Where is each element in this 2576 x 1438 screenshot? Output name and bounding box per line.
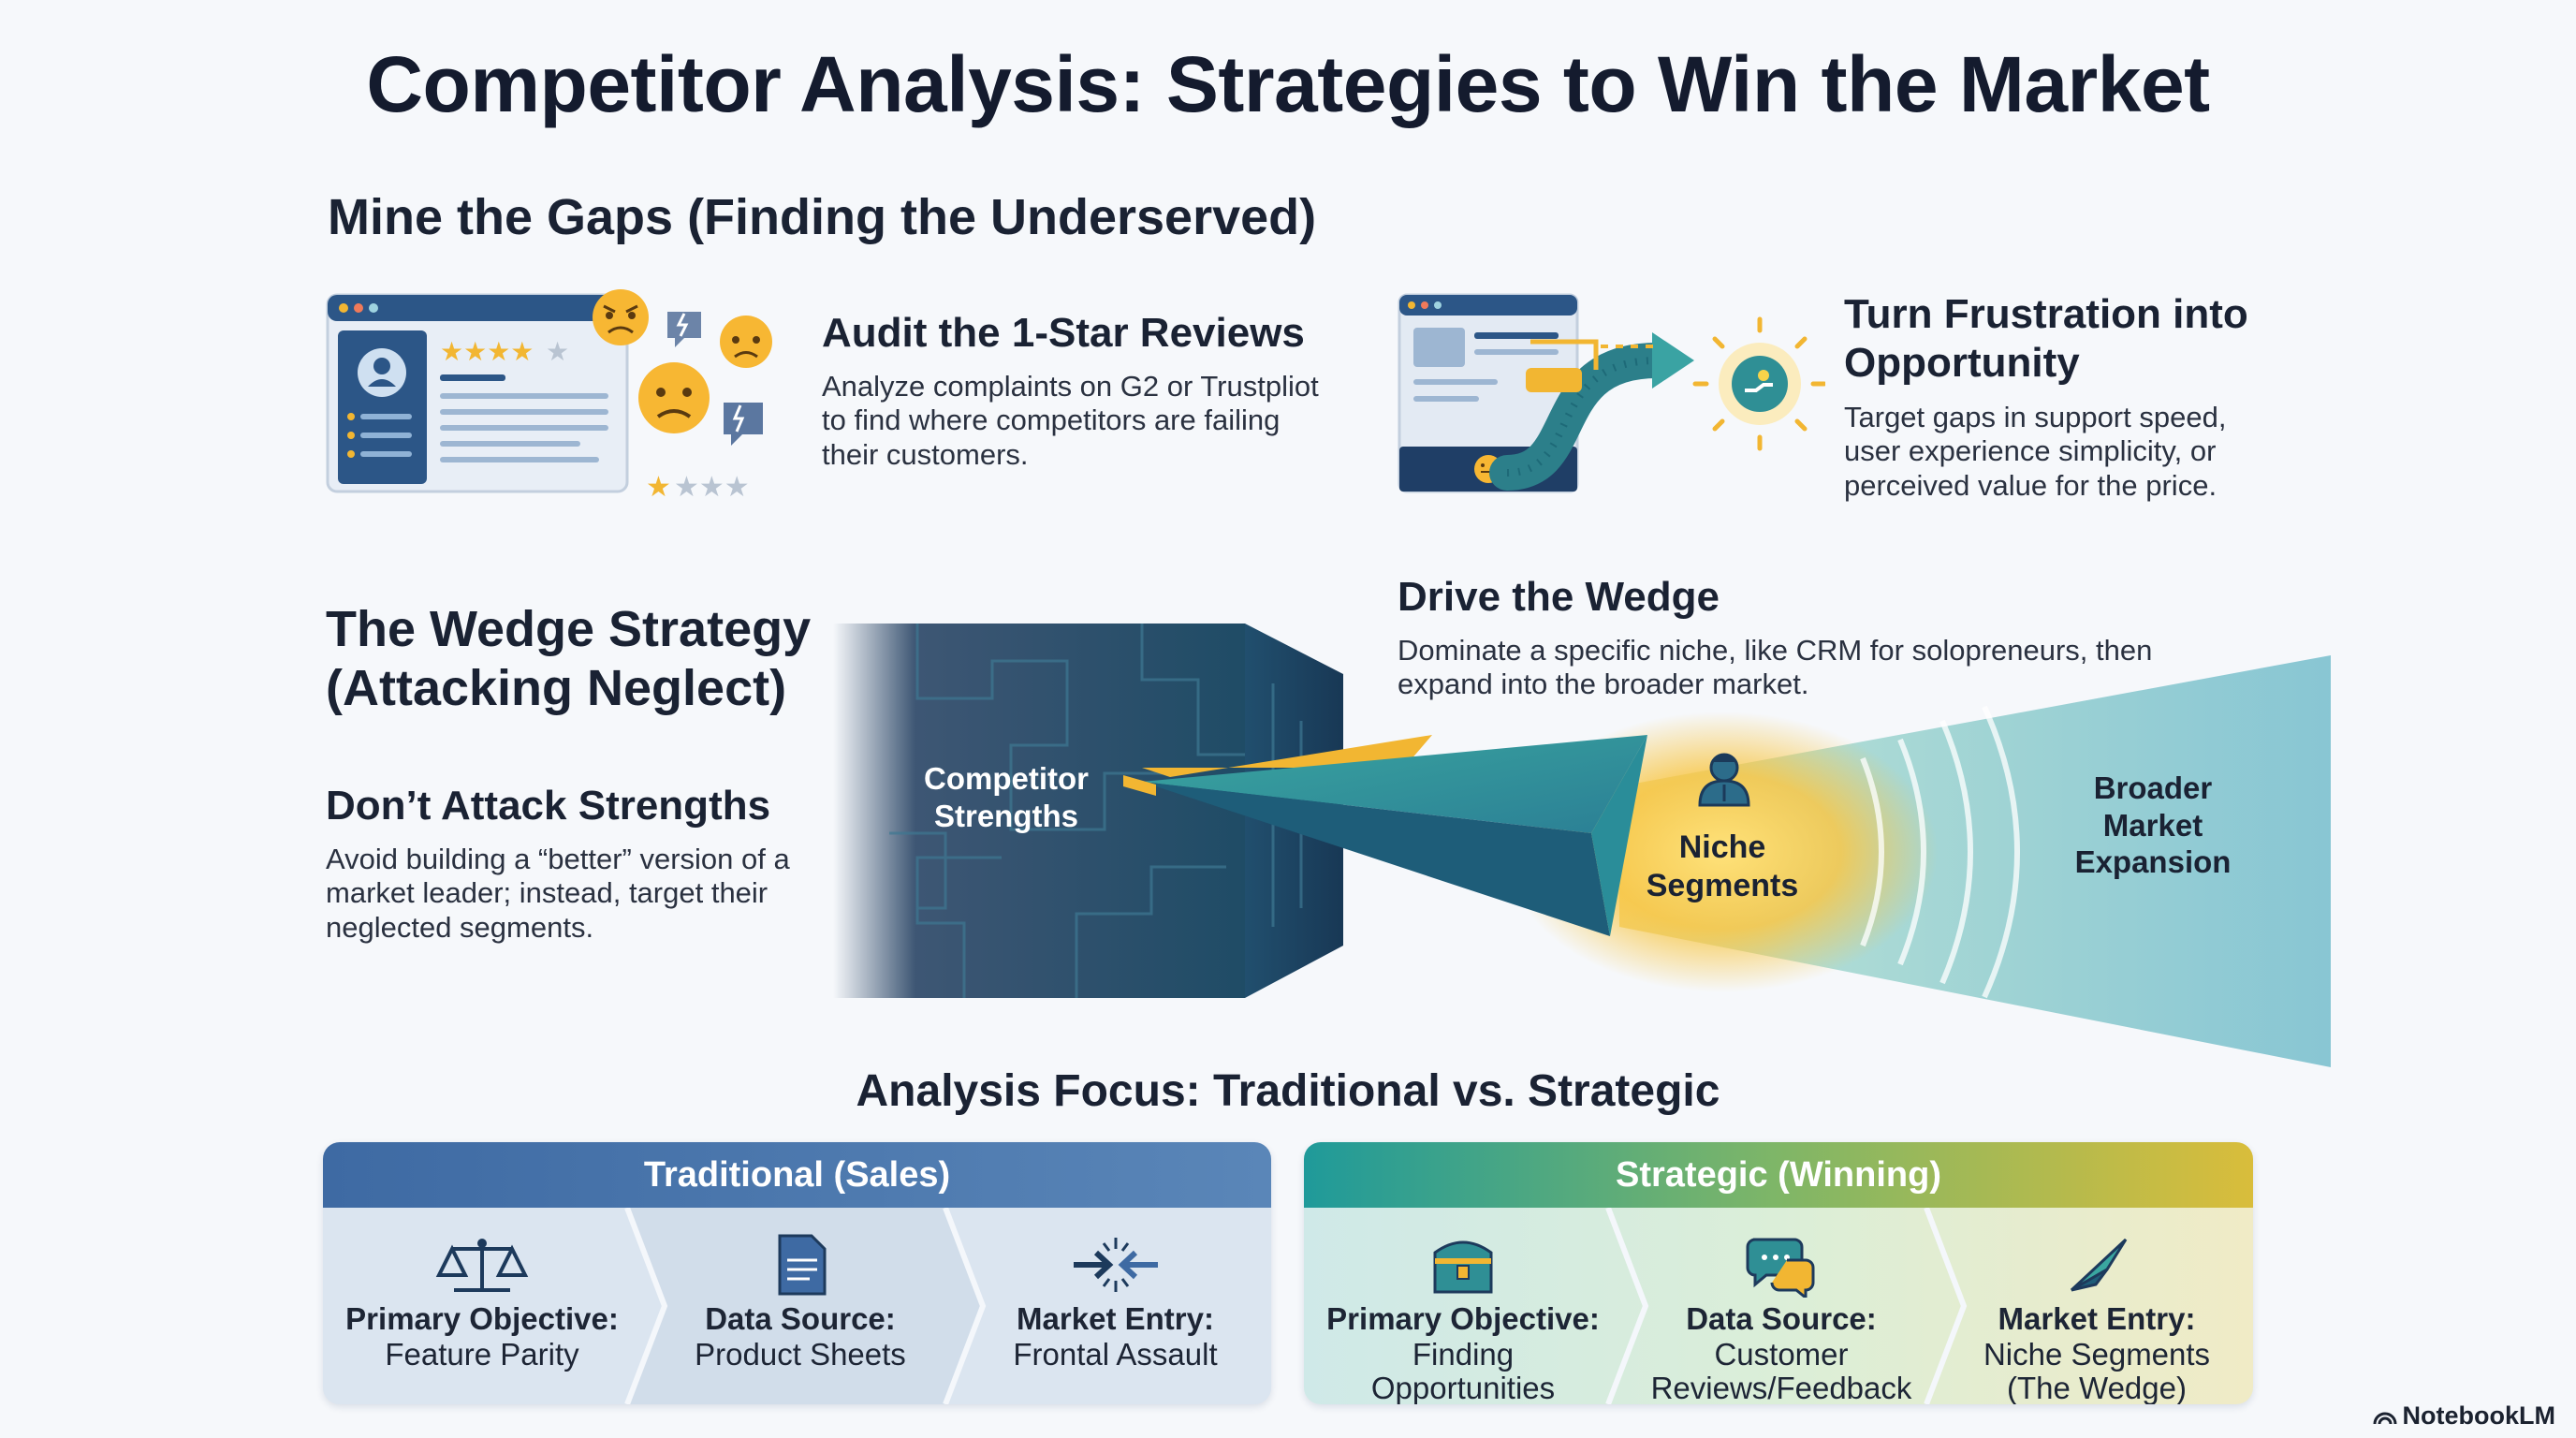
strat-entry-key: Market Entry: — [1998, 1301, 2196, 1336]
competitor-label-line2: Strengths — [933, 798, 1078, 833]
treasure-chest-icon — [1433, 1240, 1493, 1294]
strat-source-key: Data Source: — [1686, 1301, 1877, 1336]
dont-attack-text: Avoid building a “better” version of a m… — [326, 843, 790, 944]
angry-face-icon — [593, 289, 649, 345]
objective-value: Feature Parity — [385, 1337, 579, 1372]
sad-face-icon — [720, 315, 772, 368]
entry-value: Frontal Assault — [1013, 1337, 1218, 1372]
traditional-panel: Traditional (Sales) Primary Objective: F… — [323, 1142, 1271, 1404]
svg-text:★: ★ — [646, 471, 671, 504]
strategic-panel: Strategic (Winning) Primary Objective: — [1304, 1142, 2253, 1404]
niche-segments-label: Niche Segments — [1610, 829, 1835, 905]
strategic-header: Strategic (Winning) — [1304, 1142, 2253, 1208]
document-icon — [778, 1234, 827, 1296]
strategic-cell-entry: Market Entry: Niche Segments (The Wedge) — [1940, 1208, 2253, 1404]
source-key: Data Source: — [705, 1301, 896, 1336]
wedge-icon — [2070, 1238, 2128, 1292]
person-icon — [1698, 753, 1750, 807]
page-title: Competitor Analysis: Strategies to Win t… — [366, 40, 2210, 128]
competitor-label-line1: Competitor — [924, 761, 1089, 796]
reviews-illustration: ★★★★ ★ ★ ★★★ — [326, 289, 772, 504]
entry-key: Market Entry: — [1017, 1301, 1214, 1336]
audit-text: Analyze complaints on G2 or Trustpliot t… — [822, 370, 1319, 471]
drive-text: Dominate a specific niche, like CRM for … — [1398, 634, 2153, 701]
collide-arrows-icon — [1074, 1238, 1158, 1292]
wedge-heading-line2: (Attacking Neglect) — [326, 660, 787, 716]
broader-label-line3: Expansion — [2074, 844, 2232, 880]
brand-label: NotebookLM — [2373, 1401, 2555, 1431]
frustration-heading-line2: Opportunity — [1844, 340, 2080, 386]
frustration-heading-line1: Turn Frustration into — [1844, 291, 2248, 337]
niche-label-line1: Niche — [1678, 829, 1766, 865]
brand-text: NotebookLM — [2402, 1401, 2555, 1430]
strat-source-value: Customer Reviews/Feedback — [1650, 1337, 1912, 1404]
focus-heading: Analysis Focus: Traditional vs. Strategi… — [856, 1066, 1720, 1116]
strategic-cell-objective: Primary Objective: Finding Opportunities — [1304, 1208, 1622, 1404]
traditional-cell-source: Data Source: Product Sheets — [641, 1208, 959, 1404]
svg-text:★: ★ — [546, 336, 569, 367]
audit-heading: Audit the 1-Star Reviews — [822, 310, 1305, 356]
svg-text:★★★: ★★★ — [674, 471, 750, 504]
broken-chat-icon — [667, 312, 701, 347]
dont-attack-heading: Don’t Attack Strengths — [326, 783, 771, 829]
broader-label-line1: Broader — [2093, 770, 2213, 805]
frustration-illustration — [1398, 293, 1825, 493]
chat-bubbles-icon — [1746, 1238, 1815, 1298]
traditional-cell-entry: Market Entry: Frontal Assault — [959, 1208, 1271, 1404]
svg-text:★★★★: ★★★★ — [440, 336, 534, 367]
broader-label-line2: Market — [2102, 807, 2203, 843]
traditional-chevrons — [323, 1208, 1271, 1404]
objective-key: Primary Objective: — [345, 1301, 619, 1336]
gaps-heading: Mine the Gaps (Finding the Underserved) — [328, 189, 1317, 245]
broken-heart-chat-icon — [724, 403, 763, 446]
strategic-cell-source: Data Source: Customer Reviews/Feedback — [1622, 1208, 1940, 1404]
wedge-heading-line1: The Wedge Strategy — [326, 601, 812, 657]
frown-face-icon — [638, 362, 710, 433]
scale-icon — [435, 1239, 529, 1292]
wedge-diagram — [833, 624, 2331, 1067]
frustration-text: Target gaps in support speed, user exper… — [1844, 401, 2227, 502]
notebooklm-logo-icon — [2373, 1412, 2397, 1425]
traditional-cell-objective: Primary Objective: Feature Parity — [323, 1208, 641, 1404]
drive-heading: Drive the Wedge — [1398, 574, 1720, 620]
strategic-body: Primary Objective: Finding Opportunities… — [1304, 1208, 2253, 1404]
competitor-strengths-label: Competitor Strengths — [894, 760, 1119, 834]
strat-objective-key: Primary Objective: — [1326, 1301, 1600, 1336]
traditional-header: Traditional (Sales) — [323, 1142, 1271, 1208]
traditional-body: Primary Objective: Feature Parity Data S… — [323, 1208, 1271, 1404]
strat-entry-value: Niche Segments (The Wedge) — [1983, 1337, 2211, 1404]
niche-label-line2: Segments — [1646, 867, 1799, 903]
broader-market-label: Broader Market Expansion — [2041, 770, 2265, 881]
strat-objective-value: Finding Opportunities — [1370, 1337, 1556, 1404]
source-value: Product Sheets — [695, 1337, 906, 1372]
